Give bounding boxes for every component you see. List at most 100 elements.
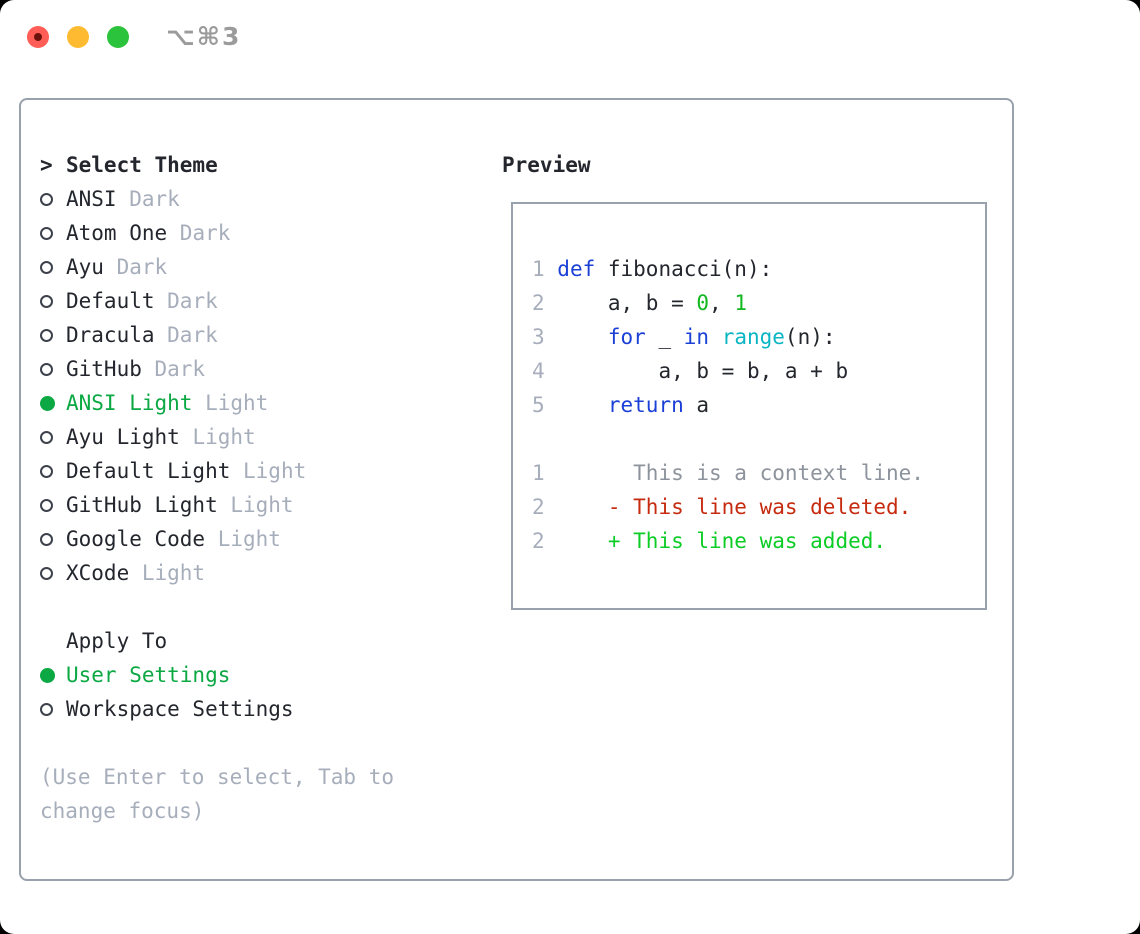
radio-unselected-icon	[40, 362, 66, 376]
title-bar: ⌥⌘3	[0, 0, 1140, 98]
select-theme-header: > Select Theme	[40, 148, 394, 182]
pointer-arrow-icon: >	[40, 153, 53, 177]
radio-selected-icon	[40, 395, 66, 411]
code-line-7: 1 This is a context line.	[532, 456, 924, 490]
apply-to-title: Apply To	[66, 629, 168, 653]
theme-option-dracula[interactable]: Dracula Dark	[40, 318, 394, 352]
line-number: 5	[532, 393, 558, 417]
zoom-window-icon[interactable]	[107, 26, 129, 48]
line-number: 2	[532, 529, 558, 553]
theme-option-ayu-light[interactable]: Ayu Light Light	[40, 420, 394, 454]
radio-unselected-icon	[40, 702, 66, 716]
theme-variant-label: Dark	[116, 187, 180, 211]
theme-variant-label: Light	[129, 561, 206, 585]
code-token	[557, 325, 608, 349]
theme-variant-label: Light	[230, 459, 307, 483]
radio-unselected-icon	[40, 464, 66, 478]
theme-option-github[interactable]: GitHub Dark	[40, 352, 394, 386]
hint-line-1: (Use Enter to select, Tab to	[40, 765, 395, 789]
theme-option-ayu[interactable]: Ayu Dark	[40, 250, 394, 284]
code-token: return	[607, 393, 684, 417]
apply-option-workspace-settings[interactable]: Workspace Settings	[40, 692, 394, 726]
code-token: This is a context line.	[557, 461, 924, 485]
line-number: 1	[532, 461, 558, 485]
code-token: in	[683, 325, 710, 349]
code-line-9: 2 + This line was added.	[532, 524, 924, 558]
option-label: GitHub Light	[66, 493, 218, 517]
code-token	[709, 325, 722, 349]
theme-variant-label: Dark	[154, 289, 218, 313]
theme-variant-label: Light	[179, 425, 256, 449]
line-number: 1	[532, 257, 558, 281]
option-label: User Settings	[66, 663, 231, 687]
code-line-5: 5 return a	[532, 388, 924, 422]
code-token: - This line was deleted.	[557, 495, 912, 519]
code-token: for	[607, 325, 646, 349]
select-theme-title: Select Theme	[66, 153, 218, 177]
line-number: 4	[532, 359, 558, 383]
close-window-icon[interactable]	[27, 26, 49, 48]
code-line-1: 1 def fibonacci(n):	[532, 252, 924, 286]
spacer	[40, 590, 394, 624]
code-token	[557, 393, 608, 417]
option-label: GitHub	[66, 357, 142, 381]
theme-variant-label: Light	[205, 527, 281, 551]
theme-variant-label: Light	[192, 391, 269, 415]
option-label: XCode	[66, 561, 130, 585]
theme-option-default[interactable]: Default Dark	[40, 284, 394, 318]
code-token: 0	[696, 291, 710, 315]
radio-unselected-icon	[40, 430, 66, 444]
code-line-6	[532, 422, 924, 456]
radio-unselected-icon	[40, 328, 66, 342]
theme-variant-label: Dark	[103, 255, 168, 279]
option-label: ANSI	[66, 187, 117, 211]
code-token: ,	[709, 291, 735, 315]
option-label: Google Code	[66, 527, 206, 551]
code-token: fibonacci(n):	[595, 257, 773, 281]
code-line-2: 2 a, b = 0, 1	[532, 286, 924, 320]
theme-option-google-code[interactable]: Google Code Light	[40, 522, 394, 556]
option-label: Ayu Light	[66, 425, 180, 449]
code-token: (n):	[784, 325, 836, 349]
code-line-8: 2 - This line was deleted.	[532, 490, 924, 524]
radio-unselected-icon	[40, 192, 66, 206]
option-label: Default Light	[66, 459, 231, 483]
code-token: range	[721, 325, 785, 349]
theme-variant-label: Dark	[167, 221, 231, 245]
minimize-window-icon[interactable]	[67, 26, 89, 48]
theme-option-xcode[interactable]: XCode Light	[40, 556, 394, 590]
code-token: a	[683, 393, 710, 417]
line-number: 3	[532, 325, 558, 349]
code-line-3: 3 for _ in range(n):	[532, 320, 924, 354]
theme-option-ansi[interactable]: ANSI Dark	[40, 182, 394, 216]
preview-title: Preview	[502, 153, 591, 177]
code-token: _	[645, 325, 684, 349]
code-token: def	[557, 257, 596, 281]
option-label: ANSI Light	[66, 391, 193, 415]
radio-unselected-icon	[40, 532, 66, 546]
theme-option-ansi-light[interactable]: ANSI Light Light	[40, 386, 394, 420]
theme-option-github-light[interactable]: GitHub Light Light	[40, 488, 394, 522]
radio-unselected-icon	[40, 260, 66, 274]
apply-option-user-settings[interactable]: User Settings	[40, 658, 394, 692]
code-token: a, b = b, a + b	[557, 359, 849, 383]
code-token: + This line was added.	[557, 529, 887, 553]
spacer	[40, 726, 394, 760]
theme-variant-label: Dark	[141, 357, 206, 381]
option-label: Default	[66, 289, 155, 313]
line-number: 2	[532, 291, 558, 315]
radio-unselected-icon	[40, 566, 66, 580]
radio-unselected-icon	[40, 294, 66, 308]
theme-option-atom-one[interactable]: Atom One Dark	[40, 216, 394, 250]
code-token: 1	[734, 291, 747, 315]
window-title: ⌥⌘3	[166, 22, 242, 51]
code-token: a, b =	[557, 291, 697, 315]
theme-option-default-light[interactable]: Default Light Light	[40, 454, 394, 488]
radio-selected-icon	[40, 667, 66, 683]
